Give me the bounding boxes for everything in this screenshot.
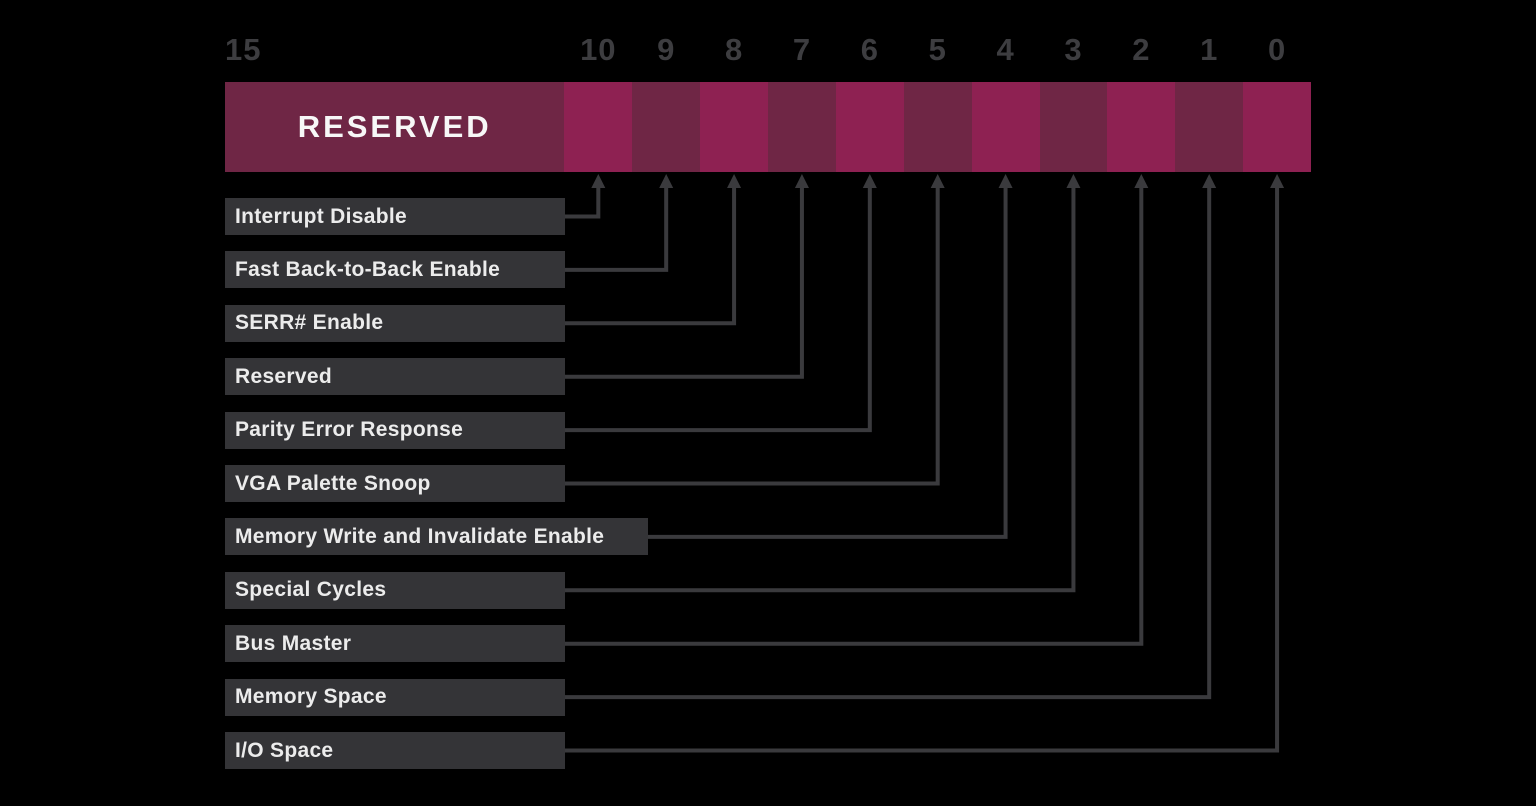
connector-line xyxy=(565,186,872,433)
field-row: Fast Back-to-Back Enable xyxy=(225,251,565,289)
field-row: I/O Space xyxy=(225,732,565,769)
field-label: Bus Master xyxy=(235,631,352,655)
connector-line xyxy=(565,186,940,486)
register-bar: RESERVED xyxy=(225,82,1311,172)
register-cell-bit-1 xyxy=(1175,82,1244,172)
bit-number-7: 7 xyxy=(792,32,812,67)
arrow-up-icon xyxy=(794,174,809,188)
register-cell-bit-3 xyxy=(1039,82,1108,172)
bit-number-15: 15 xyxy=(225,32,262,67)
connector-line xyxy=(565,186,669,272)
field-label: Memory Write and Invalidate Enable xyxy=(235,524,605,548)
field-row: Interrupt Disable xyxy=(225,198,565,235)
arrow-up-icon xyxy=(727,174,742,188)
bit-number-4: 4 xyxy=(996,32,1015,67)
field-label: SERR# Enable xyxy=(235,311,384,335)
arrow-up-icon xyxy=(1202,174,1217,188)
field-row: Reserved xyxy=(225,358,565,396)
reserved-label: RESERVED xyxy=(297,109,492,144)
register-cell-bit-5 xyxy=(903,82,972,172)
arrow-up-icon xyxy=(1066,174,1081,188)
arrow-up-icon xyxy=(1134,174,1149,188)
register-cell-bit-4 xyxy=(971,82,1040,172)
field-row: Special Cycles xyxy=(225,571,565,609)
register-cell-bit-2 xyxy=(1107,82,1176,172)
field-label: Interrupt Disable xyxy=(235,204,407,228)
field-label: Reserved xyxy=(235,364,332,388)
field-row: Bus Master xyxy=(225,625,565,663)
bit-number-3: 3 xyxy=(1064,32,1083,67)
connector-line xyxy=(565,186,1212,700)
bit-number-0: 0 xyxy=(1267,32,1287,67)
field-label: Special Cycles xyxy=(235,578,387,602)
connector-line xyxy=(565,186,804,379)
field-label: Parity Error Response xyxy=(235,418,464,442)
field-row: Memory Space xyxy=(225,678,565,716)
register-cell-bit-8 xyxy=(700,82,768,172)
connector-line xyxy=(565,186,1144,646)
field-label: I/O Space xyxy=(235,738,334,762)
field-row: VGA Palette Snoop xyxy=(225,465,565,502)
register-cell-reserved: RESERVED xyxy=(225,82,565,172)
bit-number-1: 1 xyxy=(1200,32,1219,67)
bit-number-2: 2 xyxy=(1132,32,1151,67)
bit-number-5: 5 xyxy=(928,32,947,67)
field-row: Parity Error Response xyxy=(225,411,565,449)
connector-line xyxy=(565,186,1280,753)
register-cell-bit-9 xyxy=(632,82,701,172)
connector-line xyxy=(565,186,601,219)
field-label: VGA Palette Snoop xyxy=(235,471,431,495)
field-row: Memory Write and Invalidate Enable xyxy=(225,518,648,556)
arrow-up-icon xyxy=(1270,174,1285,188)
arrow-up-icon xyxy=(998,174,1013,188)
register-cell-bit-7 xyxy=(768,82,836,172)
field-label: Fast Back-to-Back Enable xyxy=(235,257,501,281)
bit-number-8: 8 xyxy=(724,32,744,67)
arrow-up-icon xyxy=(659,174,674,188)
connector-line xyxy=(565,186,737,326)
arrow-up-icon xyxy=(930,174,945,188)
bit-number-10: 10 xyxy=(580,32,617,67)
arrow-up-icon xyxy=(591,174,606,188)
field-label: Memory Space xyxy=(235,685,387,709)
arrow-up-icon xyxy=(862,174,877,188)
register-cell-bit-6 xyxy=(835,82,904,172)
connector-line xyxy=(648,186,1008,539)
bit-number-6: 6 xyxy=(860,32,879,67)
register-cell-bit-10 xyxy=(564,82,633,172)
register-cell-bit-0 xyxy=(1243,82,1311,172)
bit-number-9: 9 xyxy=(657,32,676,67)
field-row: SERR# Enable xyxy=(225,304,565,342)
